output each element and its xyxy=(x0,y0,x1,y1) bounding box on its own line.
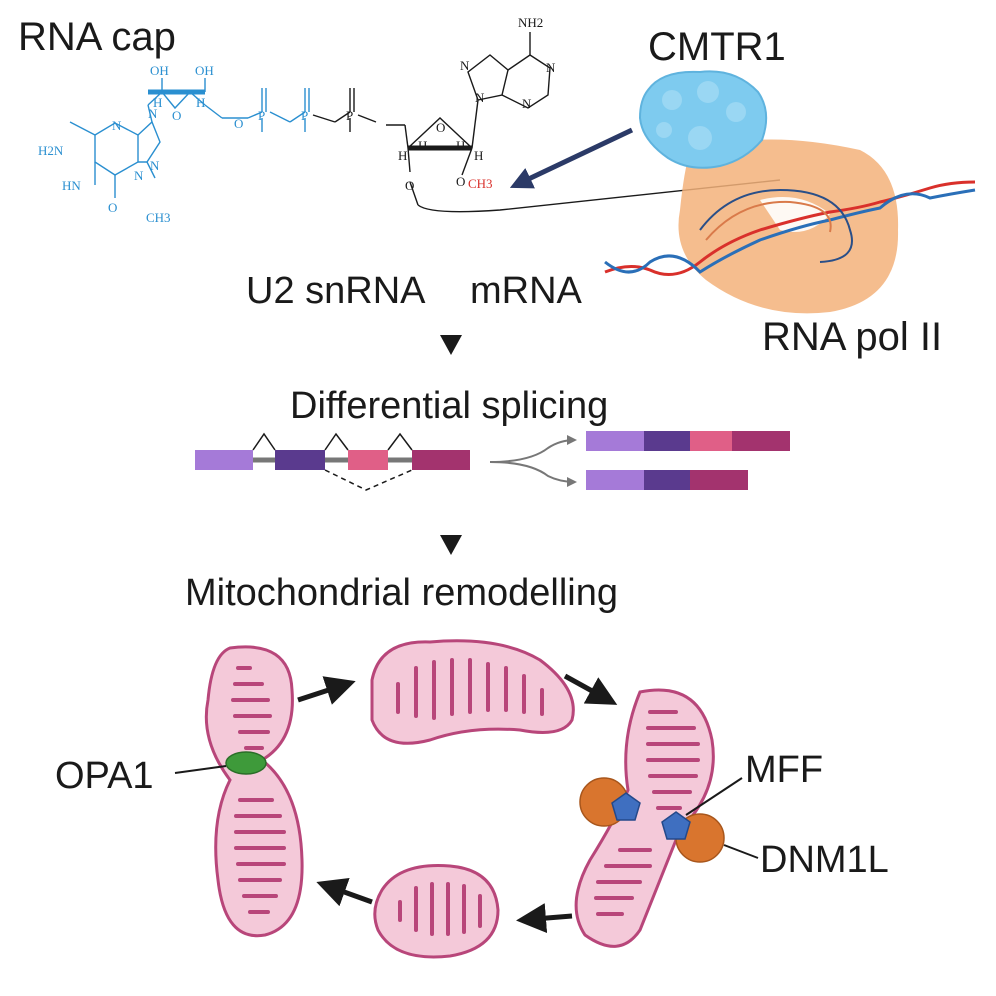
chem-n-a1: N xyxy=(460,58,470,73)
nascent-rna xyxy=(699,188,853,263)
chem-o-carbonyl: O xyxy=(108,200,117,215)
arrow-elongated-to-dividing xyxy=(563,673,618,705)
exon-2 xyxy=(275,450,325,470)
label-dnm1l: DNM1L xyxy=(760,839,889,881)
label-mff: MFF xyxy=(745,749,823,791)
arrow-fragment-to-fusing xyxy=(316,878,373,907)
down-arrow-1-head xyxy=(440,335,462,355)
mff-protein-left xyxy=(611,792,641,821)
exon-3 xyxy=(348,450,388,470)
exon-4 xyxy=(412,450,470,470)
rna-cap-structure: OH OH H2N HN O N N N N CH3 H H O O P P P… xyxy=(38,15,781,225)
skip-junction xyxy=(324,469,413,491)
chem-n-3: N xyxy=(148,106,158,121)
rna-pol-ii-label: RNA pol II xyxy=(762,315,942,359)
cmtr1-label: CMTR1 xyxy=(648,25,786,69)
chem-n-2: N xyxy=(134,168,144,183)
mff-protein-right xyxy=(661,811,691,840)
chem-n-a3: N xyxy=(475,90,485,105)
ribose-2 xyxy=(407,99,781,213)
rna-cap-title: RNA cap xyxy=(18,15,176,59)
mitochondrion-fusing xyxy=(204,645,304,938)
opa1-protein xyxy=(225,751,267,775)
branch-label-mrna: mRNA xyxy=(470,270,583,312)
chem-n-methyl: N xyxy=(150,158,160,173)
phosphate-bridge xyxy=(312,88,409,149)
mitochondrion-elongated xyxy=(370,639,575,745)
isoform-skipped xyxy=(586,470,748,490)
chem-nh2-adenine: NH2 xyxy=(518,15,543,30)
methylation-arrow xyxy=(509,127,634,189)
isoform-full xyxy=(586,431,790,451)
splice-junction-1 xyxy=(252,432,276,451)
arrow-dividing-to-fragment xyxy=(516,903,573,934)
chem-h-5: H xyxy=(456,138,465,153)
chem-hn: HN xyxy=(62,178,81,193)
chem-p-3: P xyxy=(346,108,353,123)
chem-n-a4: N xyxy=(522,96,532,111)
cmtr1-protein xyxy=(638,70,768,169)
chem-h-2: H xyxy=(196,95,205,110)
chem-h-4: H xyxy=(418,138,427,153)
mitochondrion-fragment xyxy=(373,864,500,959)
chem-o-link-1: O xyxy=(234,116,243,131)
chem-o-ring-2: O xyxy=(436,120,445,135)
chem-o-2prime: O xyxy=(456,174,465,189)
chem-h-6: H xyxy=(474,148,483,163)
chem-h-3: H xyxy=(398,148,407,163)
chem-p-2: P xyxy=(301,108,308,123)
chem-o-3prime: O xyxy=(405,178,414,193)
chem-ch3-guanine: CH3 xyxy=(146,210,171,225)
opa1-pointer xyxy=(174,765,227,774)
chem-methyl-ch3: CH3 xyxy=(468,176,493,191)
pre-mrna xyxy=(195,432,470,491)
splice-junction-2 xyxy=(324,432,349,451)
mff-pointer xyxy=(685,777,743,816)
step-mitochondrial-remodelling: Mitochondrial remodelling xyxy=(185,572,618,614)
step-differential-splicing: Differential splicing xyxy=(290,385,608,427)
ribose-1 xyxy=(147,78,310,132)
chem-o-ring-1: O xyxy=(172,108,181,123)
chem-h-1: H xyxy=(153,95,162,110)
dna-helix xyxy=(604,180,976,276)
exon-1 xyxy=(195,450,253,470)
dnm1l-pointer xyxy=(723,844,759,859)
splice-fork xyxy=(489,435,577,487)
label-opa1: OPA1 xyxy=(55,755,154,797)
down-arrow-2-head xyxy=(440,535,462,555)
chem-oh-2: OH xyxy=(195,63,214,78)
chem-n-1: N xyxy=(112,118,122,133)
splice-junction-3 xyxy=(387,432,413,451)
chem-n-a2: N xyxy=(546,60,556,75)
m7g-base xyxy=(69,104,161,198)
chem-oh-1: OH xyxy=(150,63,169,78)
branch-label-u2-snrna: U2 snRNA xyxy=(246,270,426,312)
arrow-fusing-to-elongated xyxy=(297,676,356,705)
adenine-base xyxy=(467,32,551,109)
chem-p-1: P xyxy=(258,108,265,123)
chem-h2n: H2N xyxy=(38,143,64,158)
mitochondrion-dividing xyxy=(574,688,715,948)
